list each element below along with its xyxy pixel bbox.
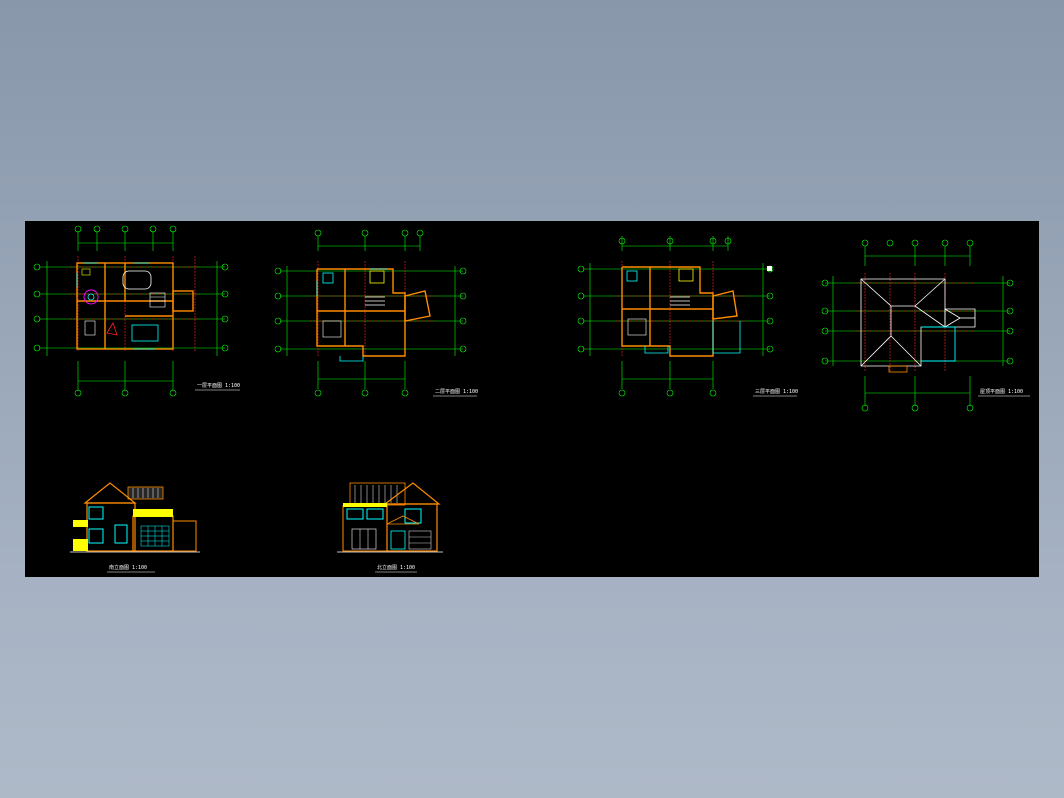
windows: [316, 268, 387, 362]
furniture: [81, 268, 166, 336]
windows: [626, 270, 741, 354]
axis-lines: [577, 236, 774, 397]
fixtures: [670, 268, 694, 306]
front-elevation: 南立面图 1:100: [70, 482, 200, 573]
roof-plan: 屋顶平面图 1:100: [821, 239, 1030, 412]
third-floor-plan-caption: 三层平面图 1:100: [755, 389, 798, 395]
back-elevation: 北立面图 1:100: [337, 482, 443, 573]
walls: [76, 262, 194, 350]
roof-outline: [860, 278, 976, 367]
roof-gutter: [921, 326, 956, 362]
front-elevation-caption: 南立面图 1:100: [109, 564, 147, 571]
ground-floor-plan: 一层平面图 1:100: [33, 225, 240, 397]
red-grid: [310, 261, 435, 356]
second-floor-plan: 二层平面图 1:100: [274, 229, 478, 397]
axis-lines: [274, 229, 467, 397]
third-floor-plan: 三层平面图 1:100: [577, 236, 798, 397]
axis-lines: [821, 239, 1014, 412]
cad-drawing-canvas: 一层平面图 1:100: [33, 225, 1030, 573]
roof-plan-caption: 屋顶平面图 1:100: [980, 389, 1023, 395]
windows: [76, 262, 159, 350]
red-grid: [855, 273, 975, 371]
second-floor-plan-caption: 二层平面图 1:100: [435, 389, 478, 395]
walls: [316, 268, 431, 357]
cad-drawing-sheet[interactable]: 一层平面图 1:100: [25, 221, 1039, 577]
ground-floor-plan-caption: 一层平面图 1:100: [197, 383, 240, 389]
axis-lines: [33, 225, 229, 397]
fixtures: [365, 270, 385, 306]
front-balcony-band: [133, 509, 173, 517]
walls: [621, 266, 738, 357]
back-elevation-caption: 北立面图 1:100: [377, 564, 415, 571]
